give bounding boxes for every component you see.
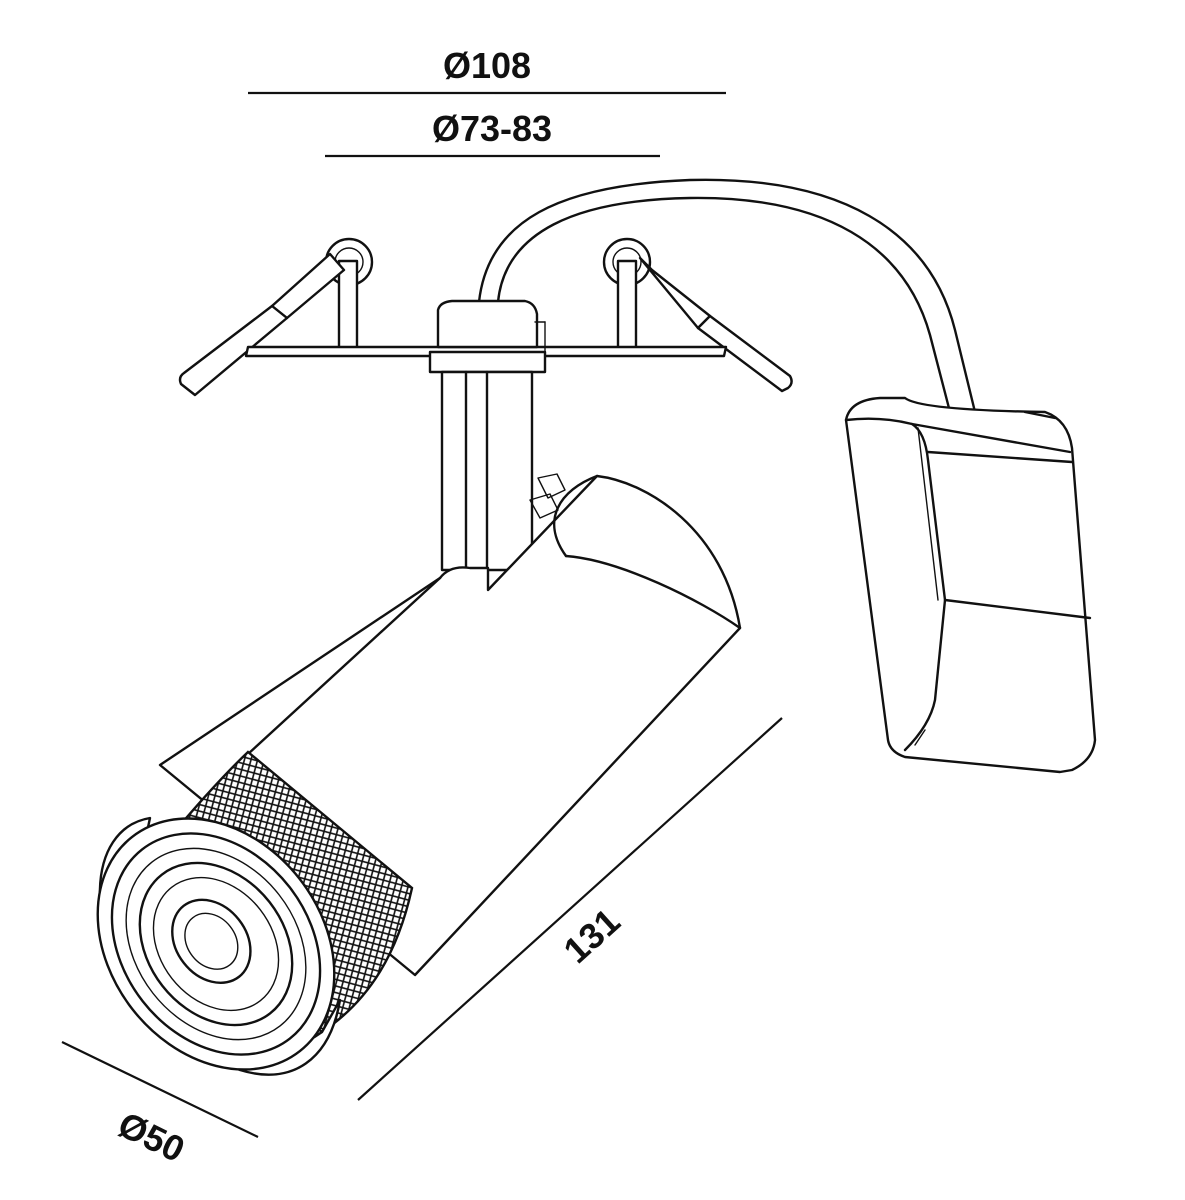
dimension-cutout-diameter: Ø73-83 <box>325 108 660 158</box>
right-spring-clip <box>602 237 793 393</box>
stem <box>440 370 534 572</box>
head-diameter-line <box>61 1041 259 1138</box>
length-line <box>357 717 783 1101</box>
head-diameter-label: Ø50 <box>112 1103 191 1170</box>
cutout-diameter-label: Ø73-83 <box>432 108 552 149</box>
power-cable <box>477 178 977 414</box>
outer-diameter-label: Ø108 <box>443 45 531 86</box>
lens-head <box>96 816 342 1076</box>
dimension-outer-diameter: Ø108 <box>248 45 726 95</box>
terminal-block <box>428 299 547 374</box>
left-spring-clip <box>178 237 374 397</box>
led-driver-box <box>844 396 1097 774</box>
mounting-bracket <box>178 237 793 397</box>
